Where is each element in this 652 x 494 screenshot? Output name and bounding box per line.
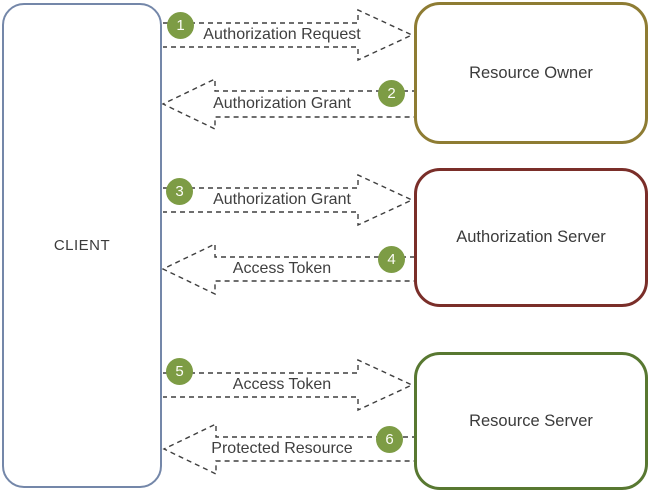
arrow-label-authorization-grant-3: Authorization Grant [213,191,351,208]
client-label: CLIENT [53,237,111,254]
arrow-6-protected-resource [162,422,417,476]
step-badge-5: 5 [166,358,193,385]
arrow-label-authorization-grant-2: Authorization Grant [213,95,351,112]
step-badge-1: 1 [167,12,194,39]
client-box: CLIENT [2,3,162,488]
step-badge-6: 6 [376,426,403,453]
arrow-label-authorization-request: Authorization Request [203,26,361,43]
arrow-4-access-token [161,242,415,296]
arrow-label-access-token-4: Access Token [232,260,332,277]
step-badge-3: 3 [166,178,193,205]
authorization-server-box: Authorization Server [414,168,648,307]
step-badge-4: 4 [378,246,405,273]
resource-owner-label: Resource Owner [469,63,593,82]
authorization-server-label: Authorization Server [456,228,606,246]
resource-owner-box: Resource Owner [414,2,648,144]
resource-server-box: Resource Server [414,352,648,490]
arrow-label-access-token-5: Access Token [232,376,332,393]
step-badge-2: 2 [378,80,405,107]
resource-server-label: Resource Server [469,411,593,430]
arrow-2-authorization-grant [161,77,417,131]
arrow-label-protected-resource: Protected Resource [211,440,353,457]
